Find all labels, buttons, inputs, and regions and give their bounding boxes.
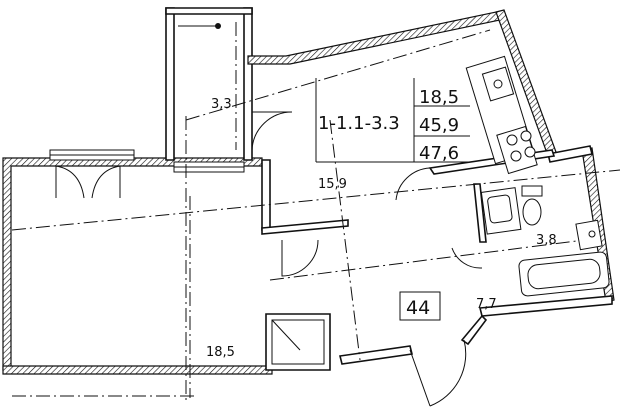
washbasin [487,194,513,224]
entry-wall-right [460,314,488,346]
area-table: 1-1.1-3.3 18,5 45,9 47,6 [315,78,470,164]
balcony-marker [178,23,221,29]
toilet-tank [521,185,543,197]
kitchen-fixtures [465,55,538,175]
living-door-left [55,165,85,199]
area-living: 18,5 [419,87,459,108]
burner-2 [520,130,532,142]
bathroom-wall-bottom [478,295,613,317]
kitchen-bottom-partition [261,219,349,235]
sink-right-drain [588,230,596,238]
kitchen-door [395,167,431,201]
room-area-kitchen: 15,9 [318,177,347,192]
unit-number: 44 [406,297,430,319]
burner-4 [524,146,536,158]
entry-door [409,339,467,407]
balcony-wall-right [243,7,253,161]
bathtub-inner [527,258,601,290]
doors [55,111,483,407]
balcony-wall-top [165,7,253,15]
axis-lines [11,22,621,400]
room-area-bathroom: 3,8 [536,233,557,248]
living-door-right [91,165,121,199]
burner-1 [506,134,518,146]
toilet-bowl [522,198,542,226]
bath-door [451,247,483,269]
interior-walls [261,149,556,371]
room-labels: 3,3 15,9 18,5 3,8 7,7 [206,97,557,360]
living-wall-top [2,157,263,371]
room-area-living: 18,5 [206,345,235,360]
living-wall-bottom [2,365,273,375]
bathroom-fixtures [480,185,610,297]
sink-drain [493,79,503,89]
burner-3 [510,150,522,162]
apartment-code: 1-1.1-3.3 [318,113,400,134]
balcony-wall-left [165,7,175,161]
unit-number-box: 44 [399,291,441,321]
closet-inner [271,319,325,365]
area-total-living: 45,9 [419,115,459,136]
room-area-hall: 7,7 [476,297,497,312]
unit-number-frame [399,291,441,321]
entry-wall [339,345,413,365]
bathroom-wall-top [547,145,593,163]
area-total: 47,6 [419,143,459,164]
room-area-balcony: 3,3 [211,97,232,112]
marker-dot [215,23,221,29]
closet-door [271,319,318,351]
living-room-door [281,239,319,277]
kitchen-living-partition [261,159,271,231]
balcony-door [251,111,293,151]
